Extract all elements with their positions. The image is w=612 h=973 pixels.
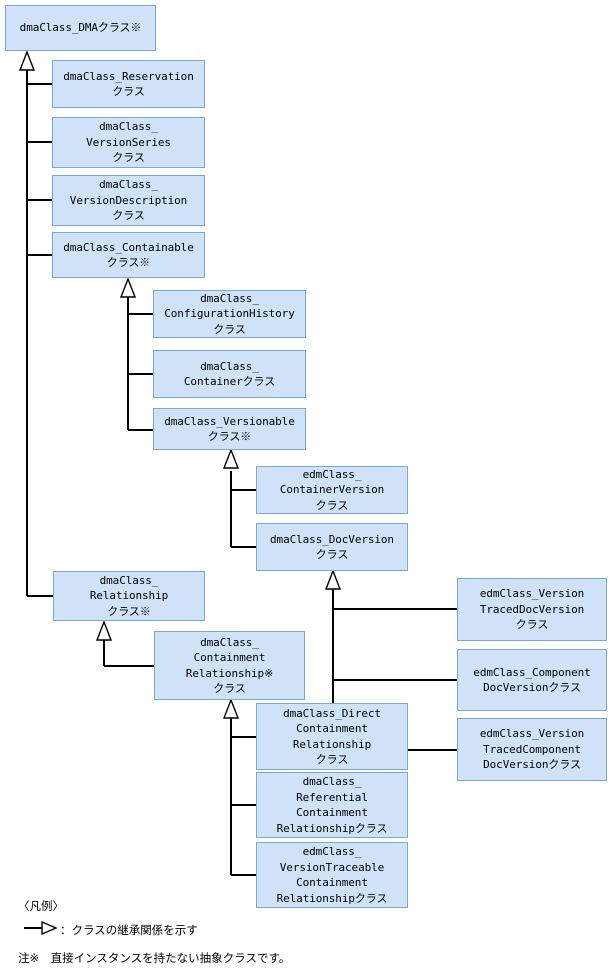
class-box-version-series[interactable]: dmaClass_ VersionSeries クラス xyxy=(52,117,205,168)
class-box-container-version[interactable]: edmClass_ ContainerVersion クラス xyxy=(256,466,408,514)
class-box-dma-class[interactable]: dmaClass_DMAクラス※ xyxy=(5,5,156,51)
class-box-configuration-history[interactable]: dmaClass_ ConfigurationHistory クラス xyxy=(153,290,306,338)
class-box-reservation[interactable]: dmaClass_Reservation クラス xyxy=(52,60,205,108)
class-box-version-traced-component-doc-version[interactable]: edmClass_Version TracedComponent DocVers… xyxy=(457,718,607,781)
class-box-version-traced-doc-version[interactable]: edmClass_Version TracedDocVersion クラス xyxy=(457,578,607,641)
legend-title: 〈凡例〉 xyxy=(18,899,64,913)
class-box-doc-version[interactable]: dmaClass_DocVersion クラス xyxy=(256,523,408,571)
class-box-containment-relationship[interactable]: dmaClass_ Containment Relationship※ クラス xyxy=(154,631,305,700)
class-box-containable[interactable]: dmaClass_Containable クラス※ xyxy=(52,232,205,278)
class-box-relationship[interactable]: dmaClass_ Relationship クラス※ xyxy=(53,571,205,621)
class-box-versionable[interactable]: dmaClass_Versionable クラス※ xyxy=(153,408,306,450)
class-box-component-doc-version[interactable]: edmClass_Component DocVersionクラス xyxy=(457,649,607,711)
class-box-version-traceable-containment-relationship[interactable]: edmClass_ VersionTraceable Containment R… xyxy=(256,842,408,908)
inheritance-arrow-icon xyxy=(24,920,58,936)
legend-note: 注※ 直接インスタンスを持たない抽象クラスです。 xyxy=(18,951,291,965)
legend-description: ：クラスの継承関係を示す xyxy=(60,923,198,937)
class-box-referential-containment-relationship[interactable]: dmaClass_ Referential Containment Relati… xyxy=(256,772,408,838)
class-box-container[interactable]: dmaClass_ Containerクラス xyxy=(153,350,306,398)
class-box-direct-containment-relationship[interactable]: dmaClass_Direct Containment Relationship… xyxy=(256,703,408,770)
class-box-version-description[interactable]: dmaClass_ VersionDescription クラス xyxy=(52,175,205,226)
